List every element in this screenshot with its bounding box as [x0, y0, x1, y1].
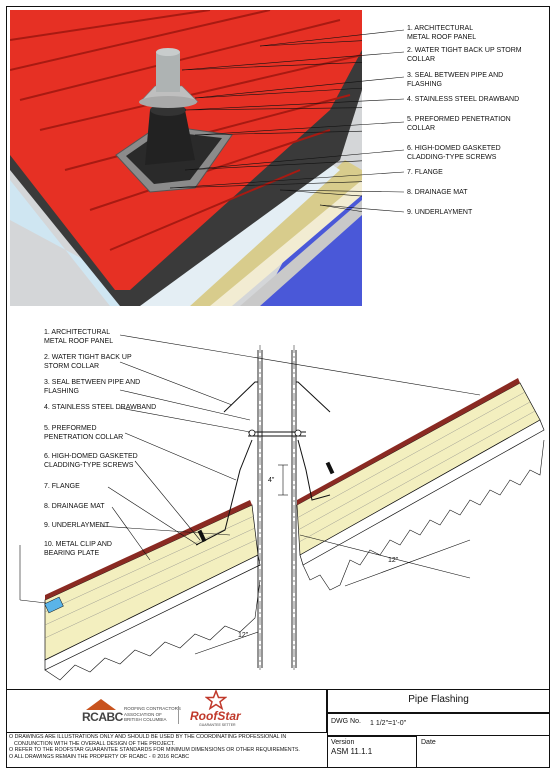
roof-rendering: [10, 10, 362, 306]
sec-label-6b: CLADDING-TYPE SCREWS: [44, 462, 134, 469]
top-label-2a: 2. WATER TIGHT BACK UP STORM: [407, 47, 522, 54]
top-label-2b: COLLAR: [407, 56, 436, 63]
rcabc-logo: RCABC: [82, 710, 123, 724]
top-label-7: 7. FLANGE: [407, 169, 443, 176]
sec-label-6a: 6. HIGH-DOMED GASKETED: [44, 453, 138, 460]
sec-label-5b: PENETRATION COLLAR: [44, 434, 124, 441]
sec-label-3b: FLASHING: [44, 388, 80, 395]
version-value: ASM 11.1.1: [331, 747, 373, 756]
roofstar-logo: RoofStar: [190, 709, 241, 723]
top-label-9: 9. UNDERLAYMENT: [407, 209, 473, 216]
dim-12in-left: 12": [238, 632, 249, 639]
sec-label-9: 9. UNDERLAYMENT: [44, 522, 110, 529]
sec-label-1b: METAL ROOF PANEL: [44, 338, 114, 345]
drawing-notes: O DRAWINGS ARE ILLUSTRATIONS ONLY AND SH…: [9, 734, 300, 760]
sec-label-5a: 5. PREFORMED: [44, 425, 97, 432]
dim-4in: 4": [268, 477, 275, 484]
dim-12in-right: 12": [388, 557, 399, 564]
drawing-title: Pipe Flashing: [408, 694, 469, 705]
logo-area: [6, 689, 327, 733]
date-label: Date: [421, 739, 436, 746]
version-label: Version: [331, 739, 355, 746]
top-label-1b: METAL ROOF PANEL: [407, 34, 477, 41]
sec-label-10b: BEARING PLATE: [44, 550, 100, 557]
top-label-8: 8. DRAINAGE MAT: [407, 189, 468, 196]
sec-label-8: 8. DRAINAGE MAT: [44, 503, 105, 510]
sec-label-4: 4. STAINLESS STEEL DRAWBAND: [44, 404, 157, 411]
top-label-5b: COLLAR: [407, 125, 436, 132]
top-leader-lines: [169, 29, 405, 213]
top-label-1a: 1. ARCHITECTURAL: [407, 25, 474, 32]
sec-label-1a: 1. ARCHITECTURAL: [44, 329, 111, 336]
rcabc-roof-icon: [86, 699, 116, 710]
top-label-3a: 3. SEAL BETWEEN PIPE AND: [407, 72, 504, 79]
top-label-6b: CLADDING-TYPE SCREWS: [407, 154, 497, 161]
roofstar-star-icon: [205, 690, 227, 710]
top-label-4: 4. STAINLESS STEEL DRAWBAND: [407, 96, 520, 103]
sec-label-10a: 10. METAL CLIP AND: [44, 541, 112, 548]
sec-label-2a: 2. WATER TIGHT BACK UP: [44, 354, 132, 361]
drawing-scale: 1 1/2"=1'-0": [370, 720, 407, 727]
sec-label-3a: 3. SEAL BETWEEN PIPE AND: [44, 379, 141, 386]
section-drawing: [19, 334, 545, 681]
top-label-6a: 6. HIGH-DOMED GASKETED: [407, 145, 501, 152]
sec-label-7: 7. FLANGE: [44, 483, 80, 490]
top-label-3b: FLASHING: [407, 81, 443, 88]
org-name: ROOFING CONTRACTORS ASSOCIATION OF BRITI…: [124, 706, 181, 722]
roofstar-tag: GUARANTEE SETTER: [199, 723, 236, 727]
dwg-no-label: DWG No.: [331, 718, 361, 725]
top-label-5a: 5. PREFORMED PENETRATION: [407, 116, 511, 123]
sec-label-2b: STORM COLLAR: [44, 363, 100, 370]
title-block: RCABC ROOFING CONTRACTORS ASSOCIATION OF…: [6, 689, 550, 768]
